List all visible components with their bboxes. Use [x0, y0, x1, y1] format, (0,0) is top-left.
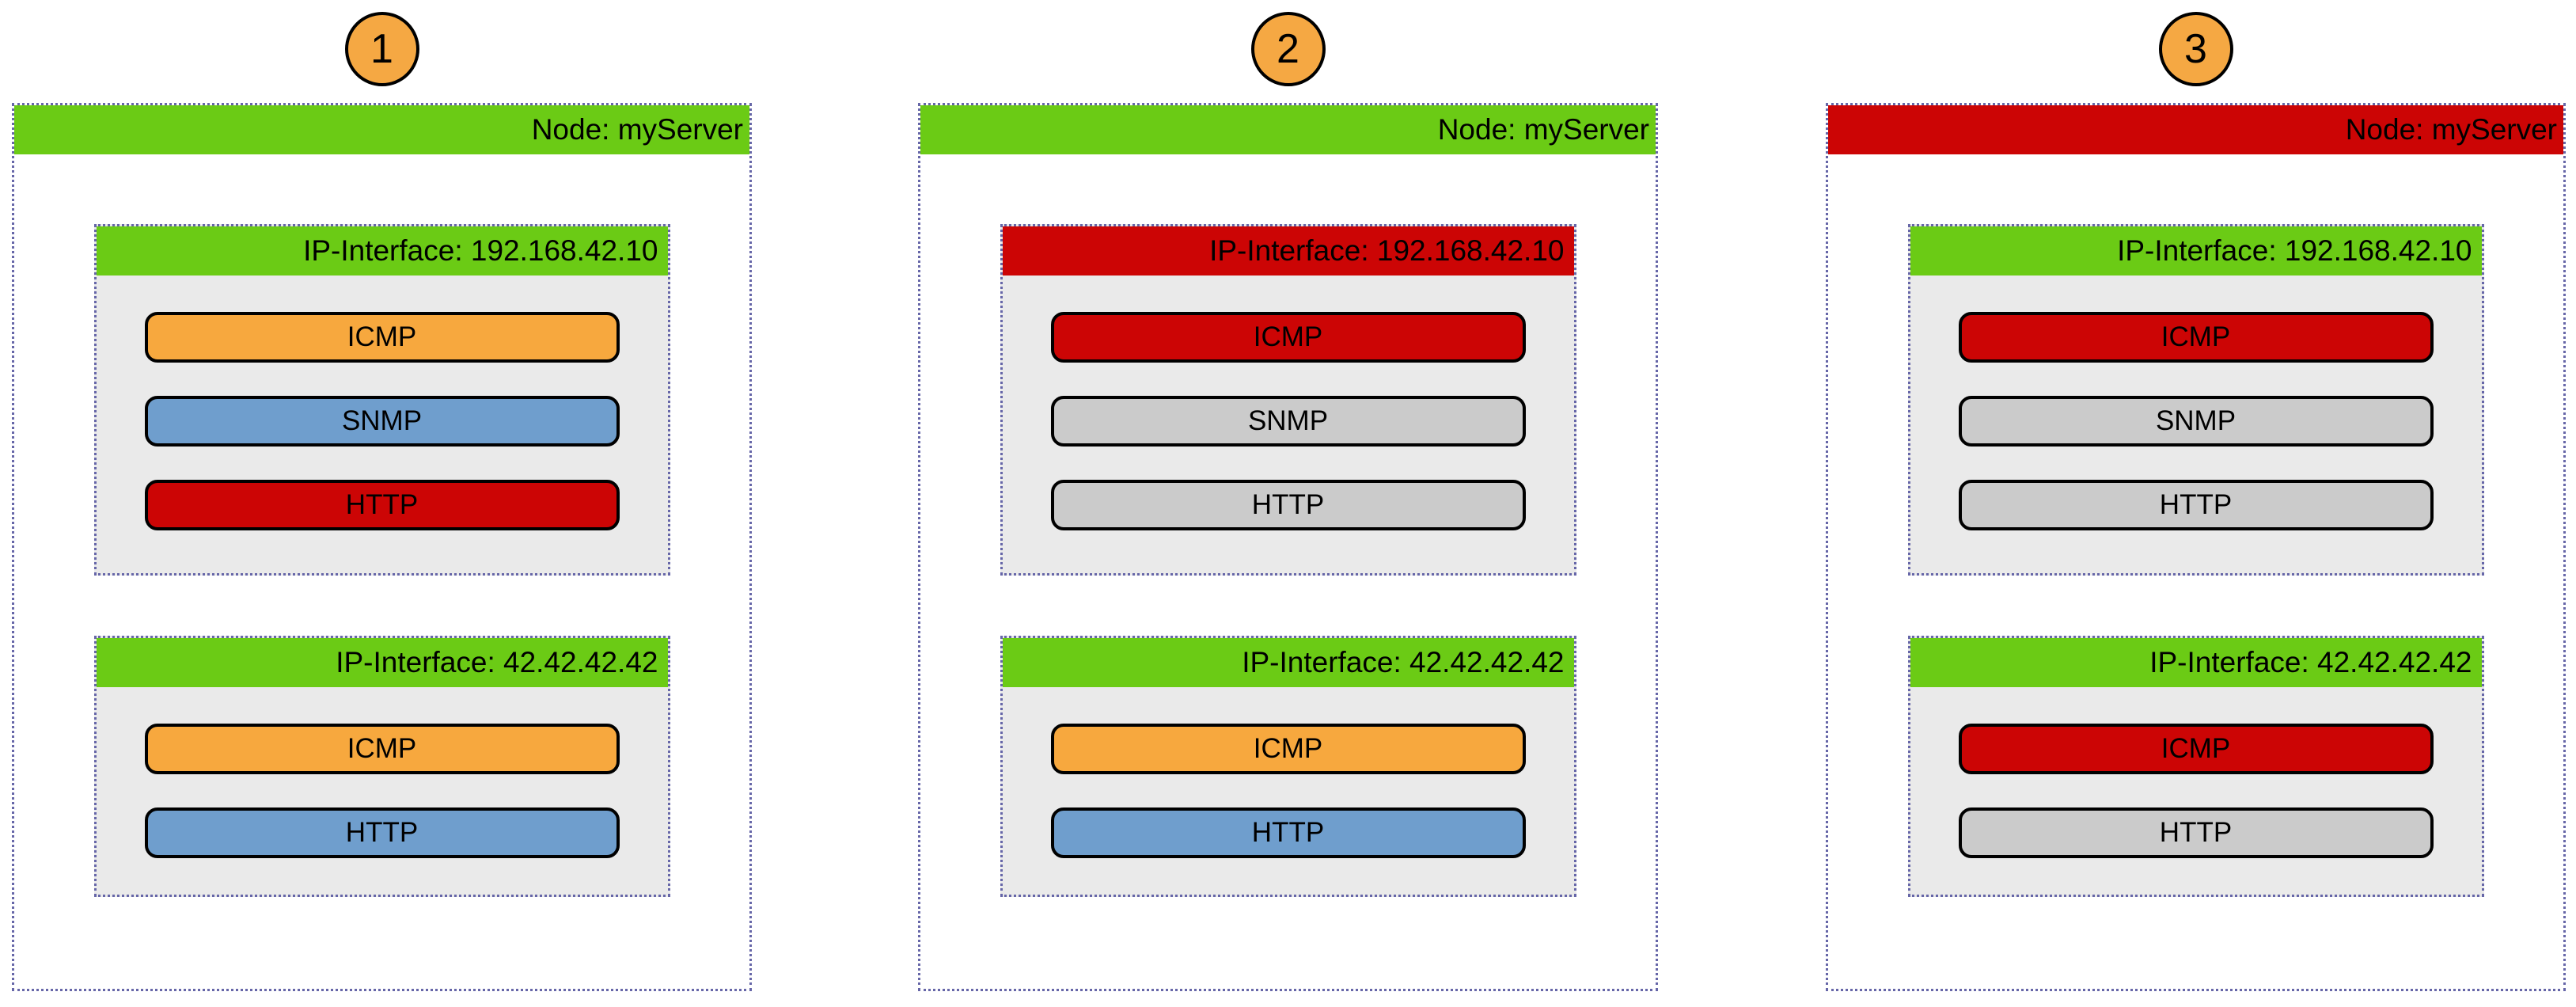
services-container: ICMP HTTP — [97, 687, 668, 858]
ip-interface-header-bar: IP-Interface: 192.168.42.10 — [96, 226, 668, 276]
service-pill-http: HTTP — [1958, 480, 2434, 530]
ip-interface-box: IP-Interface: 42.42.42.42 ICMP HTTP — [1907, 636, 2484, 897]
node-label: Node: myServer — [531, 113, 743, 146]
ip-interface-box: IP-Interface: 42.42.42.42 ICMP HTTP — [93, 636, 670, 897]
node-box: Node: myServer IP-Interface: 192.168.42.… — [12, 103, 752, 991]
step-badge: 2 — [1250, 12, 1326, 86]
service-pill-http: HTTP — [144, 480, 620, 530]
services-container: ICMP HTTP — [1910, 687, 2482, 858]
ip-interface-box: IP-Interface: 192.168.42.10 ICMP SNMP HT… — [93, 224, 670, 576]
step-number: 2 — [1277, 26, 1299, 72]
service-pill-http: HTTP — [1958, 808, 2434, 858]
service-pill-icmp: ICMP — [1050, 724, 1526, 774]
service-pill-icmp: ICMP — [1958, 312, 2434, 363]
node-label: Node: myServer — [1437, 113, 1649, 146]
services-container: ICMP SNMP HTTP — [1003, 276, 1574, 530]
services-container: ICMP SNMP HTTP — [97, 276, 668, 530]
step-badge: 1 — [344, 12, 419, 86]
ip-interface-box: IP-Interface: 192.168.42.10 ICMP SNMP HT… — [1907, 224, 2484, 576]
service-pill-snmp: SNMP — [1958, 396, 2434, 446]
service-pill-icmp: ICMP — [144, 312, 620, 363]
ip-interface-label: IP-Interface: 42.42.42.42 — [1242, 646, 1565, 678]
service-pill-icmp: ICMP — [144, 724, 620, 774]
ip-interface-label: IP-Interface: 42.42.42.42 — [336, 646, 658, 678]
ip-interface-box: IP-Interface: 192.168.42.10 ICMP SNMP HT… — [1000, 224, 1576, 576]
step-badge: 3 — [2158, 12, 2233, 86]
service-pill-snmp: SNMP — [144, 396, 620, 446]
service-pill-http: HTTP — [1050, 480, 1526, 530]
ip-interface-label: IP-Interface: 192.168.42.10 — [1209, 234, 1565, 267]
ip-interface-header-bar: IP-Interface: 192.168.42.10 — [1002, 226, 1574, 276]
service-pill-http: HTTP — [1050, 808, 1526, 858]
node-header-bar: Node: myServer — [1828, 105, 2563, 154]
ip-interface-label: IP-Interface: 192.168.42.10 — [303, 234, 658, 267]
service-pill-snmp: SNMP — [1050, 396, 1526, 446]
ip-interface-header-bar: IP-Interface: 42.42.42.42 — [1002, 638, 1574, 687]
service-pill-icmp: ICMP — [1050, 312, 1526, 363]
node-box: Node: myServer IP-Interface: 192.168.42.… — [1826, 103, 2566, 991]
ip-interface-box: IP-Interface: 42.42.42.42 ICMP HTTP — [1000, 636, 1576, 897]
interfaces-container: IP-Interface: 192.168.42.10 ICMP SNMP HT… — [1828, 224, 2563, 897]
ip-interface-header-bar: IP-Interface: 42.42.42.42 — [96, 638, 668, 687]
services-container: ICMP HTTP — [1003, 687, 1574, 858]
node-header-bar: Node: myServer — [920, 105, 1656, 154]
interfaces-container: IP-Interface: 192.168.42.10 ICMP SNMP HT… — [920, 224, 1656, 897]
node-box: Node: myServer IP-Interface: 192.168.42.… — [918, 103, 1658, 991]
step-number: 1 — [370, 26, 393, 72]
node-panel: 2 Node: myServer IP-Interface: 192.168.4… — [918, 12, 1658, 991]
ip-interface-header-bar: IP-Interface: 192.168.42.10 — [1910, 226, 2482, 276]
node-label: Node: myServer — [2345, 113, 2557, 146]
ip-interface-label: IP-Interface: 192.168.42.10 — [2117, 234, 2472, 267]
ip-interface-label: IP-Interface: 42.42.42.42 — [2149, 646, 2472, 678]
node-panel: 1 Node: myServer IP-Interface: 192.168.4… — [12, 12, 752, 991]
step-number: 3 — [2184, 26, 2207, 72]
services-container: ICMP SNMP HTTP — [1910, 276, 2482, 530]
ip-interface-header-bar: IP-Interface: 42.42.42.42 — [1910, 638, 2482, 687]
service-pill-icmp: ICMP — [1958, 724, 2434, 774]
node-header-bar: Node: myServer — [14, 105, 749, 154]
interfaces-container: IP-Interface: 192.168.42.10 ICMP SNMP HT… — [14, 224, 749, 897]
node-panel: 3 Node: myServer IP-Interface: 192.168.4… — [1826, 12, 2566, 991]
service-pill-http: HTTP — [144, 808, 620, 858]
